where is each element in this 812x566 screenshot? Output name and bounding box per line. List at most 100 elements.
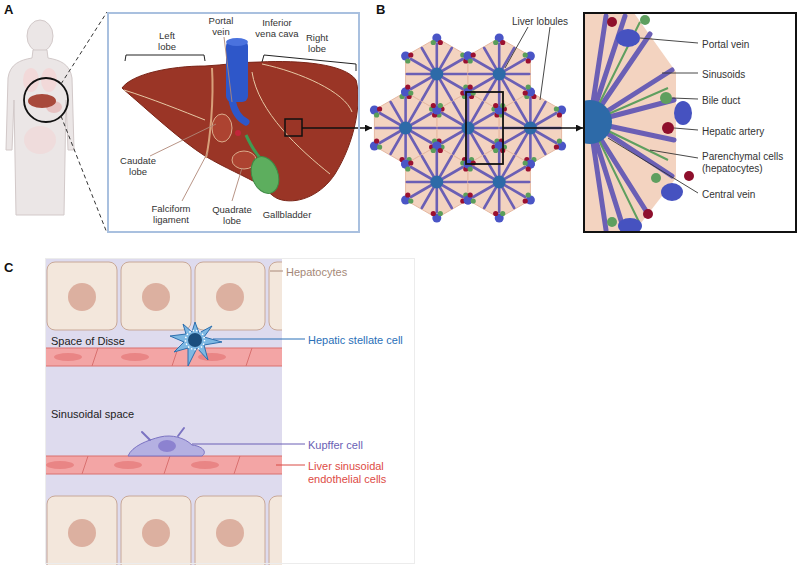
part-label: Caudate lobe xyxy=(118,156,158,178)
sinusoid-section xyxy=(47,262,117,330)
part-label: Hepatic artery xyxy=(702,126,764,138)
part-label: Portal vein xyxy=(702,39,749,51)
zoom-circle xyxy=(24,78,68,122)
sinusoid-section xyxy=(121,262,191,330)
sinusoid-section xyxy=(195,262,265,330)
leader-line xyxy=(608,138,698,193)
body-silhouette xyxy=(28,94,56,108)
sinusoid-section xyxy=(54,353,82,361)
sinusoid-section xyxy=(186,331,205,350)
part-label: Right lobe xyxy=(300,33,334,55)
sinusoid-section xyxy=(269,496,282,565)
part-label: Liver lobules xyxy=(512,16,568,28)
lobule-cluster xyxy=(432,88,503,169)
zoom-arrow xyxy=(360,127,372,129)
sinusoid-section xyxy=(121,496,191,565)
part-label: Sinusoidal space xyxy=(51,408,134,421)
sinusoid-section xyxy=(142,283,170,311)
lobule-sector xyxy=(584,100,612,144)
lobule-sector xyxy=(640,15,650,25)
zoom-marker xyxy=(466,27,572,164)
zoom-marker xyxy=(505,27,528,68)
lobule-sector xyxy=(616,29,640,47)
panel-letter: A xyxy=(4,2,13,17)
leader-line xyxy=(640,38,698,43)
liver-illustration xyxy=(122,38,360,201)
part-label: Hepatic stellate cell xyxy=(308,334,403,347)
liver-illustration xyxy=(232,100,246,122)
part-label: Liver sinusoidal endothelial cells xyxy=(308,460,408,485)
part-label: Portal vein xyxy=(204,16,238,38)
sinusoid-section xyxy=(158,440,176,452)
leader-line xyxy=(224,37,232,102)
lobule-cluster xyxy=(406,146,468,218)
lobule-cluster xyxy=(370,88,441,169)
part-label: Inferior vena cava xyxy=(252,18,302,40)
sinusoid-section xyxy=(47,496,117,565)
body-silhouette xyxy=(27,20,53,52)
sinusoid-section xyxy=(269,262,282,330)
lobule-cluster xyxy=(401,142,472,223)
sinusoid-section xyxy=(170,322,222,366)
body-silhouette xyxy=(24,126,56,154)
liver-illustration xyxy=(285,119,302,136)
zoom-circle xyxy=(61,12,107,84)
part-label: Bile duct xyxy=(702,95,740,107)
liver-illustration xyxy=(206,68,213,158)
sinusoid-section xyxy=(114,461,142,469)
sinusoid-section xyxy=(195,496,265,565)
leader-line xyxy=(232,168,242,201)
zoom-marker xyxy=(540,27,550,100)
body-silhouette xyxy=(6,20,74,215)
lobule-sector xyxy=(643,209,653,219)
liver-illustration xyxy=(226,40,248,102)
lobule-cluster xyxy=(406,38,468,110)
sinusoid-section xyxy=(188,333,202,347)
leader-line xyxy=(672,98,698,99)
leader-line xyxy=(192,444,305,445)
zoom-circle xyxy=(61,116,107,233)
lobule-sector xyxy=(662,122,674,134)
liver-illustration xyxy=(246,135,262,160)
lobule-zoom-box: Portal veinSinusoidsBile ductHepatic art… xyxy=(583,12,797,233)
leader-line xyxy=(608,38,698,193)
lobe-bracket xyxy=(262,55,356,71)
lobule-cluster xyxy=(401,34,472,115)
lobule-sector xyxy=(607,17,617,27)
part-label: Left lobe xyxy=(150,31,184,53)
leader-line xyxy=(650,150,698,158)
lobule-sector xyxy=(674,101,692,125)
leader-line xyxy=(213,339,305,340)
sinusoid-section xyxy=(68,519,96,547)
liver-illustration xyxy=(212,114,232,142)
body-silhouette xyxy=(6,50,74,215)
sinusoid-section xyxy=(121,353,149,361)
lobule-cluster xyxy=(464,142,535,223)
sinusoid-section xyxy=(191,461,219,469)
lobule-cluster xyxy=(468,38,530,110)
liver-illustration xyxy=(262,64,352,112)
zoom-marker xyxy=(503,127,572,129)
lobule-cluster xyxy=(464,34,535,115)
zoom-circle xyxy=(24,12,107,233)
liver-illustration xyxy=(226,38,248,46)
sinusoid-section xyxy=(92,348,252,366)
part-label: Sinusoids xyxy=(702,69,745,81)
sinusoid-section xyxy=(216,519,244,547)
sinusoid-section xyxy=(128,436,204,456)
part-label: Quadrate lobe xyxy=(209,205,255,227)
panel-letter: C xyxy=(4,260,13,275)
sinusoid-section xyxy=(142,428,184,440)
sinusoid-section xyxy=(216,283,244,311)
part-label: Kupffer cell xyxy=(308,439,363,452)
lobe-bracket xyxy=(125,55,356,71)
liver-illustration xyxy=(124,90,205,120)
leader-line xyxy=(182,152,208,201)
panel-letter: B xyxy=(376,2,385,17)
liver-illustration xyxy=(246,153,283,198)
leader-line xyxy=(150,37,242,201)
sinusoid-section xyxy=(46,456,282,474)
leader-line xyxy=(192,271,305,465)
